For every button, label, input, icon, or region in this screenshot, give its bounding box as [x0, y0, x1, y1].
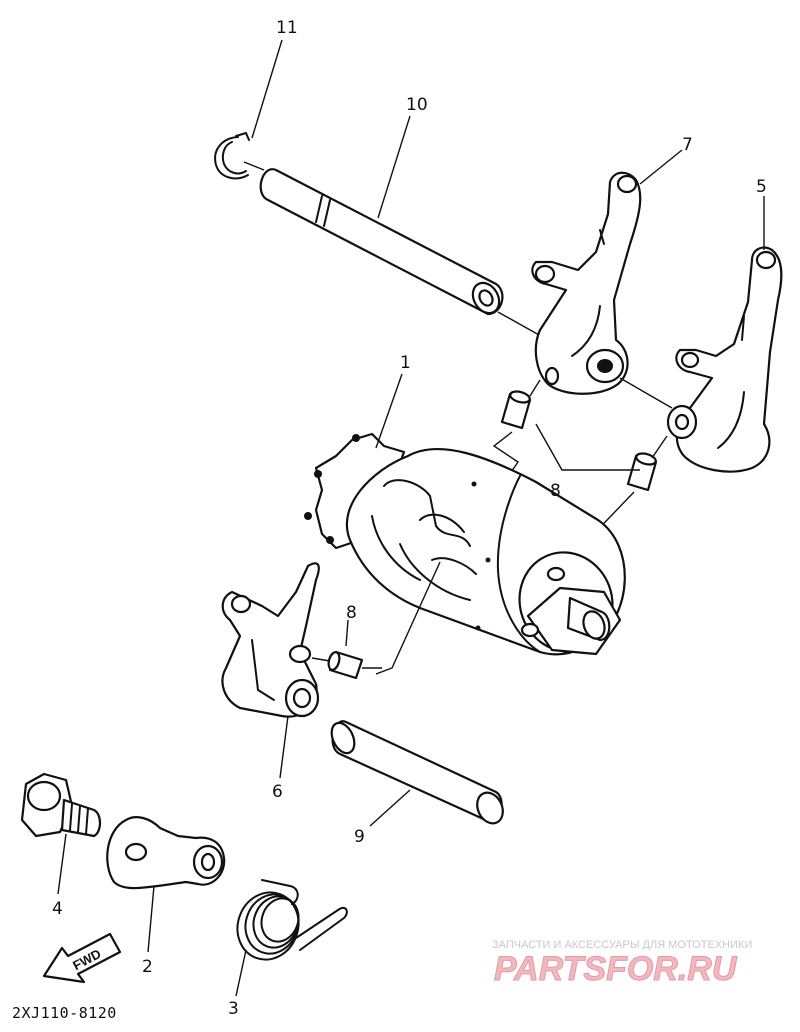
watermark-brand: PARTSFOR.RU [494, 950, 738, 988]
guide-pin-part-8-lower [327, 650, 364, 680]
callout-7: 7 [682, 135, 693, 155]
leader-3 [235, 949, 247, 997]
leader-10 [377, 115, 411, 219]
forward-direction-arrow: FWD [42, 932, 122, 984]
callout-1: 1 [400, 353, 411, 373]
leader-1 [375, 373, 403, 449]
leader-8-lower [345, 619, 349, 647]
leader-7 [639, 149, 683, 185]
leader-4 [57, 833, 67, 895]
bolt-part-4 [20, 772, 102, 838]
alignment-line-8b [651, 435, 668, 459]
shift-drum-part-1 [304, 432, 626, 656]
shift-fork-part-6 [221, 562, 320, 718]
watermark-tagline: ЗАПЧАСТИ И АКСЕССУАРЫ ДЛЯ МОТОТЕХНИКИ [492, 939, 752, 951]
leader-6 [279, 715, 289, 779]
leader-8-upper [535, 423, 640, 471]
alignment-line-11 [243, 161, 265, 171]
callout-8-upper: 8 [550, 481, 561, 501]
alignment-line-8a [529, 379, 541, 397]
leader-11 [251, 39, 283, 139]
callout-4: 4 [52, 899, 63, 919]
shift-fork-part-7 [531, 171, 642, 395]
leader-9 [369, 789, 411, 827]
callout-5: 5 [756, 177, 767, 197]
shift-fork-shaft-part-10 [259, 168, 504, 316]
torsion-spring-part-3 [236, 879, 348, 961]
stopper-lever-part-2 [106, 816, 226, 890]
circlip-part-11 [214, 132, 250, 180]
alignment-line-8e [311, 657, 331, 662]
shift-fork-part-5 [666, 246, 783, 473]
callout-8-lower: 8 [346, 603, 357, 623]
guide-pin-part-8-upper-a [500, 390, 532, 430]
alignment-line-8g [375, 561, 441, 675]
callout-11: 11 [276, 18, 298, 38]
callout-3: 3 [228, 999, 239, 1019]
leader-2 [147, 885, 155, 953]
drawing-code: 2XJ110-8120 [12, 1004, 117, 1022]
callout-2: 2 [142, 957, 153, 977]
callout-10: 10 [406, 95, 428, 115]
guide-pin-part-8-upper-b [626, 452, 658, 492]
callout-6: 6 [272, 782, 283, 802]
alignment-line-5 [619, 377, 673, 409]
shaft-part-9 [330, 720, 504, 825]
callout-9: 9 [354, 827, 365, 847]
